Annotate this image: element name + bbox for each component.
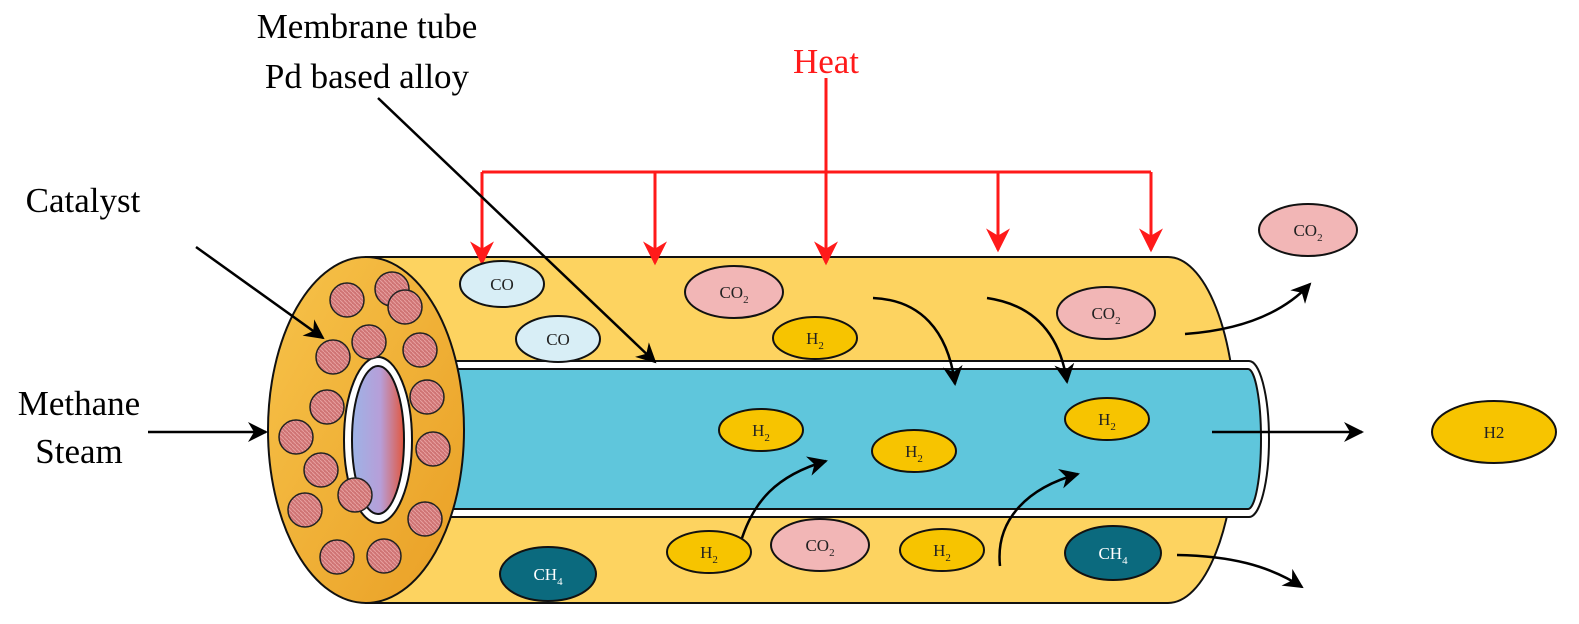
- h2-product-molecule: H2: [1431, 400, 1557, 464]
- labels: Membrane tube Pd based alloy Heat Cataly…: [18, 7, 860, 471]
- svg-text:CO2: CO2: [1293, 221, 1322, 244]
- heat-label: Heat: [793, 42, 859, 81]
- svg-text:H2: H2: [905, 442, 923, 465]
- permeation-arrow-4: [998, 469, 1080, 567]
- co-molecule: CO: [459, 260, 545, 308]
- svg-text:CO2: CO2: [805, 536, 834, 559]
- membrane-tube: [379, 360, 1270, 518]
- catalyst-label: Catalyst: [26, 181, 141, 220]
- svg-text:CO: CO: [546, 330, 570, 349]
- svg-text:H2: H2: [1098, 410, 1116, 433]
- svg-text:CH4: CH4: [1098, 544, 1128, 567]
- co2-molecule: CO2: [1056, 286, 1156, 340]
- catalyst-pellets: [278, 271, 451, 575]
- membrane-label-line1: Membrane tube: [257, 7, 478, 46]
- h2-molecule: H2: [718, 408, 804, 452]
- svg-text:H2: H2: [700, 543, 718, 566]
- svg-text:H2: H2: [752, 421, 770, 444]
- flow-arrows: [148, 97, 1364, 589]
- h2-molecule: H2: [1064, 397, 1150, 441]
- svg-text:CH4: CH4: [533, 565, 563, 588]
- svg-text:H2: H2: [933, 541, 951, 564]
- ch4-molecule: CH4: [499, 546, 597, 602]
- molecules: CO CO CO2 CO2 CO2 CO2 H2 H2: [459, 203, 1557, 602]
- h2-molecule: H2: [772, 316, 858, 360]
- feed-label-line1: Methane: [18, 384, 140, 423]
- co-molecule: CO: [515, 315, 601, 363]
- permeation-arrow-3: [737, 456, 828, 549]
- permeation-arrow-2: [986, 296, 1075, 384]
- svg-text:CO: CO: [490, 275, 514, 294]
- svg-text:H2: H2: [806, 329, 824, 352]
- svg-text:CO2: CO2: [719, 283, 748, 306]
- svg-text:CO2: CO2: [1091, 304, 1120, 327]
- svg-text:H2: H2: [1484, 423, 1505, 442]
- heat-lines: [470, 78, 1163, 266]
- ch4-molecule: CH4: [1064, 525, 1162, 581]
- co2-molecule: CO2: [684, 265, 784, 319]
- co2-outlet-arrow: [1184, 282, 1312, 336]
- co2-molecule: CO2: [1258, 203, 1358, 257]
- co2-molecule: CO2: [770, 518, 870, 572]
- ch4-outlet-arrow: [1176, 553, 1304, 589]
- h2-molecule: H2: [666, 530, 752, 574]
- feed-label-line2: Steam: [35, 432, 122, 471]
- permeation-arrow-1: [872, 296, 963, 386]
- h2-molecule: H2: [899, 528, 985, 572]
- catalyst-pointer-arrow: [195, 245, 325, 340]
- membrane-pointer-arrow: [377, 97, 657, 364]
- membrane-label-line2: Pd based alloy: [265, 57, 470, 96]
- h2-molecule: H2: [871, 429, 957, 473]
